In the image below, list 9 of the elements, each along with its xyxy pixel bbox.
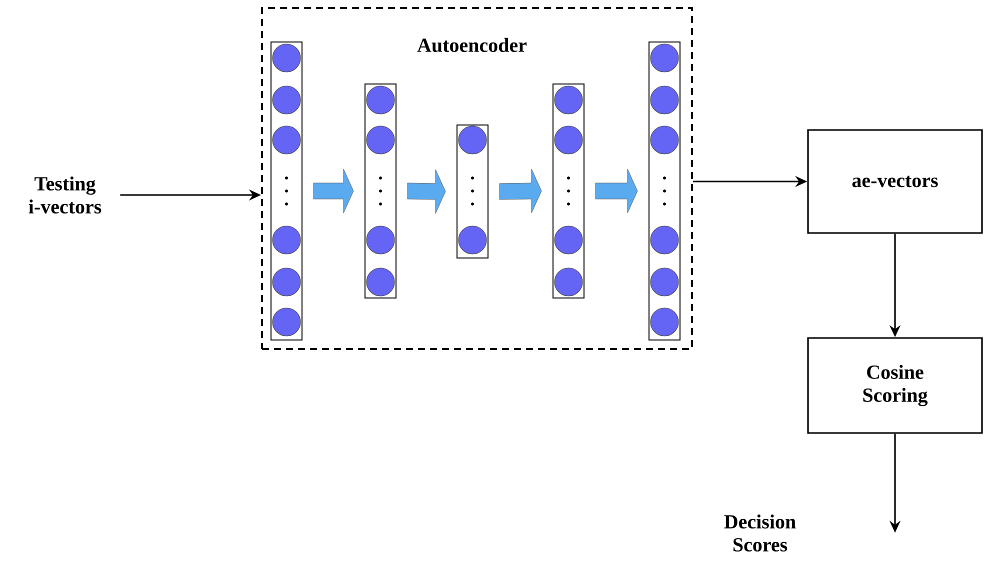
process-box: Cosine Scoring (807, 337, 983, 434)
block-arrow (499, 168, 542, 214)
dashed-box: Autoencoder (261, 7, 693, 350)
block-arrow (407, 169, 446, 214)
block-arrow (313, 168, 354, 214)
output-label: Decision Scores (724, 514, 796, 552)
process-box: ae-vectors (807, 129, 983, 234)
block-arrow (595, 168, 638, 214)
label-text: Testing i-vectors (28, 176, 102, 214)
